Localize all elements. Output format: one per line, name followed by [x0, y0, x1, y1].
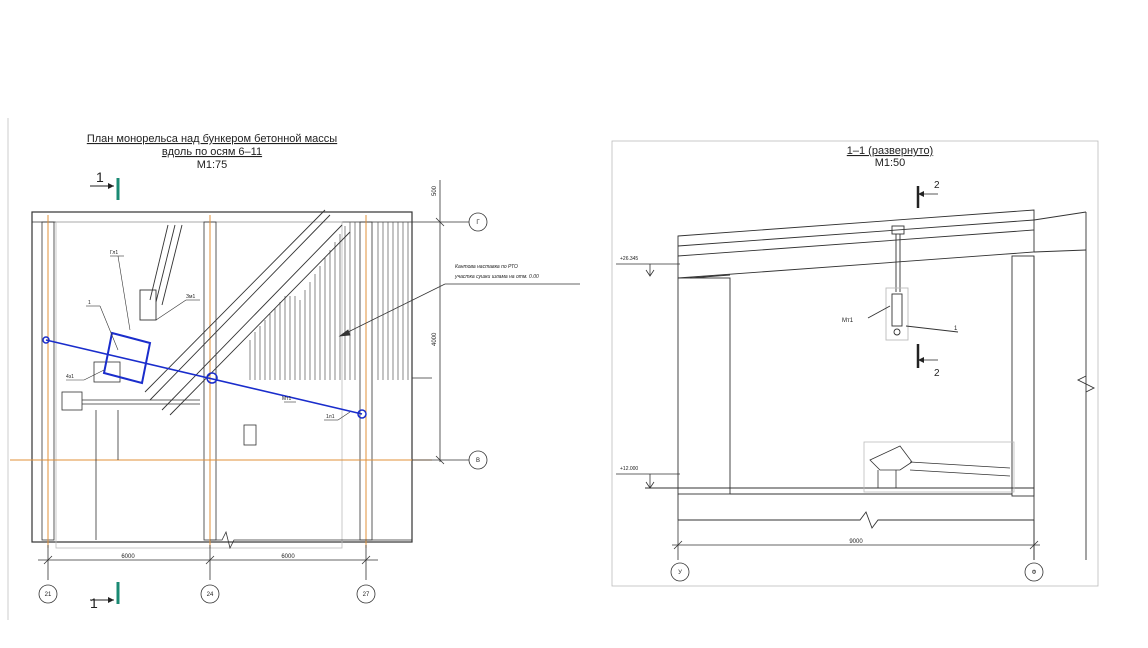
axis-bubble-mid-right: В: [468, 450, 488, 470]
axis-bubble-24: 24: [200, 584, 220, 604]
plan-monorail: [42, 336, 367, 419]
section-dim-bottom: 9000: [849, 539, 863, 545]
plan-bottom-dimensions: [38, 530, 412, 580]
section-title: 1–1 (развернуто): [847, 145, 933, 157]
plan-title-line1: План монорельса над бункером бетонной ма…: [87, 133, 337, 145]
plan-annotation-leader: [338, 283, 580, 337]
plan-scale: М1:75: [197, 159, 228, 171]
dim-bottom-right: 6000: [281, 554, 295, 560]
dim-top-right: 500: [432, 185, 438, 196]
callout-end: 1л1: [326, 414, 335, 420]
svg-text:Г: Г: [476, 220, 480, 226]
section-callout-one: 1: [954, 326, 958, 332]
axis-bubble-27: 27: [356, 584, 376, 604]
svg-text:24: 24: [207, 592, 214, 598]
plan-title-line2: вдоль по осям 6–11: [162, 146, 262, 158]
svg-text:Ф: Ф: [1032, 570, 1037, 576]
svg-text:В: В: [476, 458, 480, 464]
elev-top: +26.345: [620, 256, 638, 262]
svg-text:1: 1: [90, 595, 98, 611]
plan-hatch-area: [249, 222, 409, 380]
annotation-note-line1: Кантова наставка по РТО: [455, 264, 518, 270]
plan-bunker-blue: [102, 331, 152, 385]
section-walls: [677, 212, 1096, 560]
elev-bottom: +12.000: [620, 466, 638, 472]
svg-text:2: 2: [934, 368, 940, 379]
axis-bubble-top-right: Г: [468, 212, 488, 232]
section-mark-2-top: 2: [916, 180, 940, 208]
dim-right-vertical: 4000: [432, 332, 438, 346]
plan-building-outline: [31, 211, 413, 543]
section-frame: [611, 140, 1099, 587]
plan-columns: [41, 221, 373, 541]
svg-text:2: 2: [934, 180, 940, 191]
section-axis-right: Ф: [1024, 562, 1044, 582]
section-scale: М1:50: [875, 157, 906, 169]
plan-diagonal-conveyor: [144, 209, 351, 416]
plan-upper-chute: [139, 224, 183, 321]
annotation-note-line2: участка сушки шлама на отм. 0.00: [454, 274, 539, 280]
callout-one: 1: [88, 300, 91, 306]
svg-text:1: 1: [96, 169, 104, 185]
dim-bottom-left: 6000: [121, 554, 135, 560]
section-mark-2-bottom: 2: [916, 344, 940, 379]
section-mark-bottom: 1: [90, 582, 120, 611]
callout-top: Гл1: [110, 250, 118, 256]
section-floor: [645, 487, 1034, 529]
svg-text:21: 21: [45, 592, 52, 598]
svg-text:У: У: [678, 570, 682, 576]
axis-bubble-21: 21: [38, 584, 58, 604]
section-mark-top: 1: [90, 169, 120, 200]
plan-right-dimensions: [412, 180, 470, 465]
callout-mid: Зм1: [186, 294, 195, 300]
plan-callouts: [66, 255, 351, 421]
plan-view: План монорельса над бункером бетонной ма…: [7, 118, 580, 620]
section-conveyor: [863, 441, 1015, 493]
section-view: 1–1 (развернуто) М1:50 2 2: [611, 140, 1099, 587]
section-roof: [677, 209, 1087, 279]
plan-inner-frame: [55, 221, 343, 549]
section-callout-hoist: Мт1: [842, 318, 854, 324]
plan-left-equipment: [61, 361, 257, 540]
svg-text:27: 27: [363, 592, 370, 598]
plan-axis-lines: [10, 215, 432, 548]
section-bottom-dimension: [672, 520, 1040, 560]
callout-left: 4з1: [66, 374, 74, 380]
section-hoist: [867, 225, 959, 341]
elev-mark-bottom: [616, 473, 680, 489]
elev-mark-top: [616, 263, 680, 277]
callout-rail: Мт1: [282, 396, 291, 402]
section-axis-left: У: [670, 562, 690, 582]
